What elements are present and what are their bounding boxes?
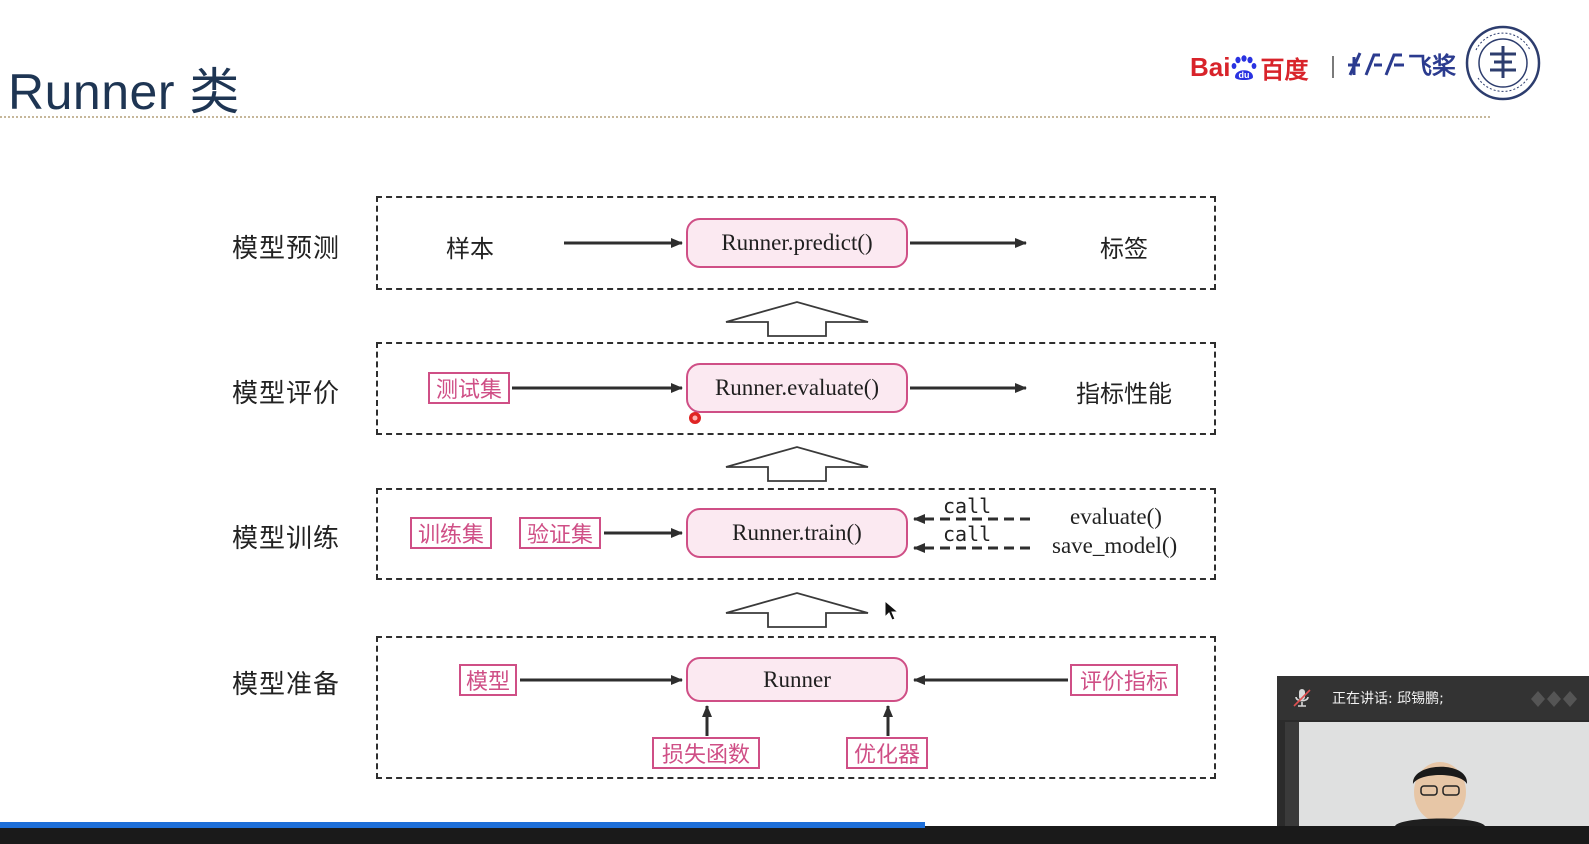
speaker-panel[interactable]: 正在讲话: 邱锡鹏; [1277, 676, 1589, 826]
prepare-input-loss: 损失函数 [652, 737, 760, 769]
train-input-valset: 验证集 [519, 517, 601, 549]
speaker-status-text: 正在讲话: 邱锡鹏; [1332, 691, 1444, 707]
evaluate-input-testset: 测试集 [428, 372, 510, 404]
stage-up-arrow-3 [725, 592, 869, 628]
mouse-cursor-icon [884, 599, 900, 622]
baidu-logo-prefix: Bai [1190, 52, 1231, 82]
evaluate-output-metrics: 指标性能 [1076, 380, 1172, 408]
stage-prepare-box [376, 636, 1216, 779]
speaker-video [1285, 722, 1589, 826]
runner-predict-node: Runner.predict() [686, 218, 908, 268]
fudan-seal-icon [1464, 24, 1542, 102]
stage-predict-box [376, 196, 1216, 290]
stage-label-predict: 模型预测 [232, 234, 341, 264]
stage-up-arrow-2 [725, 446, 869, 482]
stage-evaluate-box [376, 342, 1216, 435]
paddle-logo: 飞桨 [1346, 46, 1456, 81]
prepare-input-metric: 评价指标 [1070, 664, 1178, 696]
slide-title: Runner 类 [8, 64, 240, 120]
speaker-avatar-icon [1285, 722, 1589, 826]
train-target-evaluate: evaluate() [1070, 504, 1162, 529]
stage-up-arrow-1 [725, 301, 869, 337]
train-target-save-model: save_model() [1052, 533, 1178, 558]
layout-grid-icon[interactable] [1529, 688, 1581, 710]
runner-evaluate-node: Runner.evaluate() [686, 363, 908, 413]
baidu-logo-cn: 百度 [1260, 57, 1309, 84]
playback-progress[interactable] [0, 822, 925, 828]
runner-train-node: Runner.train() [686, 508, 908, 558]
paddle-logo-text: 飞桨 [1408, 53, 1456, 80]
runner-node: Runner [686, 657, 908, 702]
stage-label-evaluate: 模型评价 [232, 379, 341, 409]
laser-pointer-icon [688, 410, 702, 424]
call-label-2: call [943, 522, 992, 546]
stage-label-train: 模型训练 [232, 524, 341, 554]
logo-area: Bai du 百度 飞桨 [1188, 24, 1548, 104]
prepare-input-model: 模型 [459, 664, 517, 696]
logo-separator [1332, 56, 1334, 78]
call-label-1: call [943, 494, 992, 518]
baidu-paw-icon: du [1231, 54, 1257, 81]
speaker-status-bar: 正在讲话: 邱锡鹏; [1277, 676, 1589, 720]
prepare-input-optimizer: 优化器 [846, 737, 928, 769]
paddle-mark-icon [1348, 51, 1404, 76]
predict-output-label: 标签 [1100, 235, 1148, 263]
baidu-paw-text: du [1239, 70, 1250, 80]
stage-label-prepare: 模型准备 [232, 670, 341, 700]
title-rule [0, 116, 1490, 118]
baidu-logo: Bai du 百度 [1190, 50, 1308, 85]
stage-train-box [376, 488, 1216, 580]
microphone-icon[interactable] [1291, 686, 1313, 710]
train-input-trainset: 训练集 [410, 517, 492, 549]
bottom-bar [0, 826, 1589, 844]
predict-input-sample: 样本 [446, 235, 494, 263]
